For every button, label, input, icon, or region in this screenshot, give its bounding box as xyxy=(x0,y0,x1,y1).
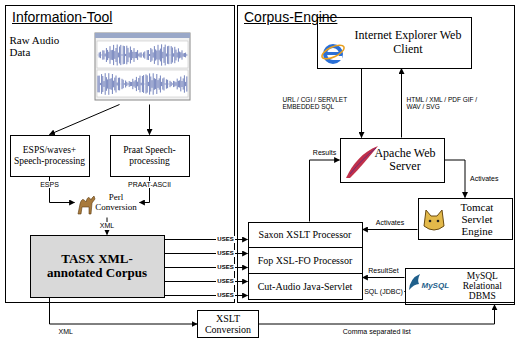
connector-arrow xyxy=(445,160,466,198)
connector-arrow xyxy=(165,239,248,240)
process-box: ESPS/waves+ Speech-processing xyxy=(10,135,90,177)
connector-arrow xyxy=(310,160,340,222)
conversion-box: XSLT Conversion xyxy=(197,310,259,338)
connector-arrow xyxy=(165,281,248,282)
camel-icon xyxy=(78,196,95,214)
panel-title: Information-Tool xyxy=(6,6,234,29)
audio-source: Raw Audio Data xyxy=(10,30,95,105)
edge-label: URL / CGI / SERVLET EMBEDDED SQL xyxy=(282,96,358,110)
ie-icon xyxy=(320,42,346,62)
servlet-box: Tomcat Servlet Engine xyxy=(418,198,513,240)
waveform-trace xyxy=(98,73,187,95)
node-label: ESPS/waves+ Speech-processing xyxy=(13,145,87,166)
connector-arrow xyxy=(361,69,362,138)
edge-label: USES xyxy=(216,264,234,271)
corpus-box: TASX XML-annotated Corpus xyxy=(30,235,165,298)
client-box: Internet Explorer Web Client xyxy=(317,17,472,69)
edge-label: Activates xyxy=(375,219,405,227)
tool-panel: Information-ToolRaw Audio DataESPS/waves… xyxy=(5,5,235,303)
edge-label: USES xyxy=(216,278,234,285)
edge-label: Comma separated list xyxy=(342,328,412,336)
processor-stack: Saxon XSLT ProcessorFop XSL-FO Processor… xyxy=(248,222,363,300)
connector-arrow xyxy=(363,229,418,230)
mysql-dolphin xyxy=(409,274,420,290)
connector-arrow xyxy=(50,105,120,135)
connector-arrow xyxy=(401,69,402,138)
node-label: XSLT Conversion xyxy=(200,313,256,335)
node-label: Internet Explorer Web Client xyxy=(348,29,469,55)
apache-feather xyxy=(346,146,378,178)
edge-label: Activates xyxy=(469,175,499,183)
connector-arrow xyxy=(363,277,405,278)
node-label: Saxon XSLT Processor xyxy=(249,223,362,248)
edge-label: USES xyxy=(216,236,234,243)
waveform-trace xyxy=(98,44,187,65)
edge-label: PRAAT-ASCII xyxy=(127,181,172,189)
connector-arrow xyxy=(149,105,150,135)
conversion-step: Perl Conversion xyxy=(75,188,140,218)
edge-label: ResultSet xyxy=(367,267,399,275)
connector-arrow xyxy=(165,295,248,296)
database-box: MySQLMySQL Relational DBMS xyxy=(405,268,515,305)
node-label: Praat Speech-processing xyxy=(113,145,187,166)
logo-text: MySQL xyxy=(422,282,450,291)
connector-arrow xyxy=(165,267,248,268)
panel-title: Corpus-Engine xyxy=(238,6,514,29)
connector-arrow xyxy=(50,298,198,325)
node-label: Fop XSL-FO Processor xyxy=(249,247,362,273)
node-label: Perl Conversion xyxy=(93,193,140,213)
node-label: Raw Audio Data xyxy=(10,34,70,58)
edge-label: USES xyxy=(216,250,234,257)
process-box: Praat Speech-processing xyxy=(110,135,190,177)
edge-label: Results xyxy=(312,149,337,157)
edge-label: XML xyxy=(99,222,115,230)
waveform-picture xyxy=(95,33,190,100)
connector-arrow xyxy=(259,305,495,324)
edge-label: ESPS xyxy=(39,181,60,189)
server-box: Apache Web Server xyxy=(340,138,445,183)
edge-label: USES xyxy=(216,292,234,299)
connector-arrow xyxy=(165,253,248,254)
node-label: Tomcat Servlet Engine xyxy=(445,201,510,237)
node-label: Apache Web Server xyxy=(369,147,442,173)
engine-panel: Corpus-EngineInternet Explorer Web Clien… xyxy=(237,5,515,303)
edge-label: HTML / XML / PDF GIF / WAV / SVG xyxy=(406,96,482,110)
node-label: MySQL Relational DBMS xyxy=(453,271,511,302)
node-label: Cut-Audio Java-Servlet xyxy=(249,273,362,299)
edge-label: SQL (JDBC) xyxy=(363,288,404,296)
edge-label: XML xyxy=(58,328,74,336)
node-label: TASX XML-annotated Corpus xyxy=(34,252,161,281)
tomcat-icon xyxy=(424,210,444,230)
